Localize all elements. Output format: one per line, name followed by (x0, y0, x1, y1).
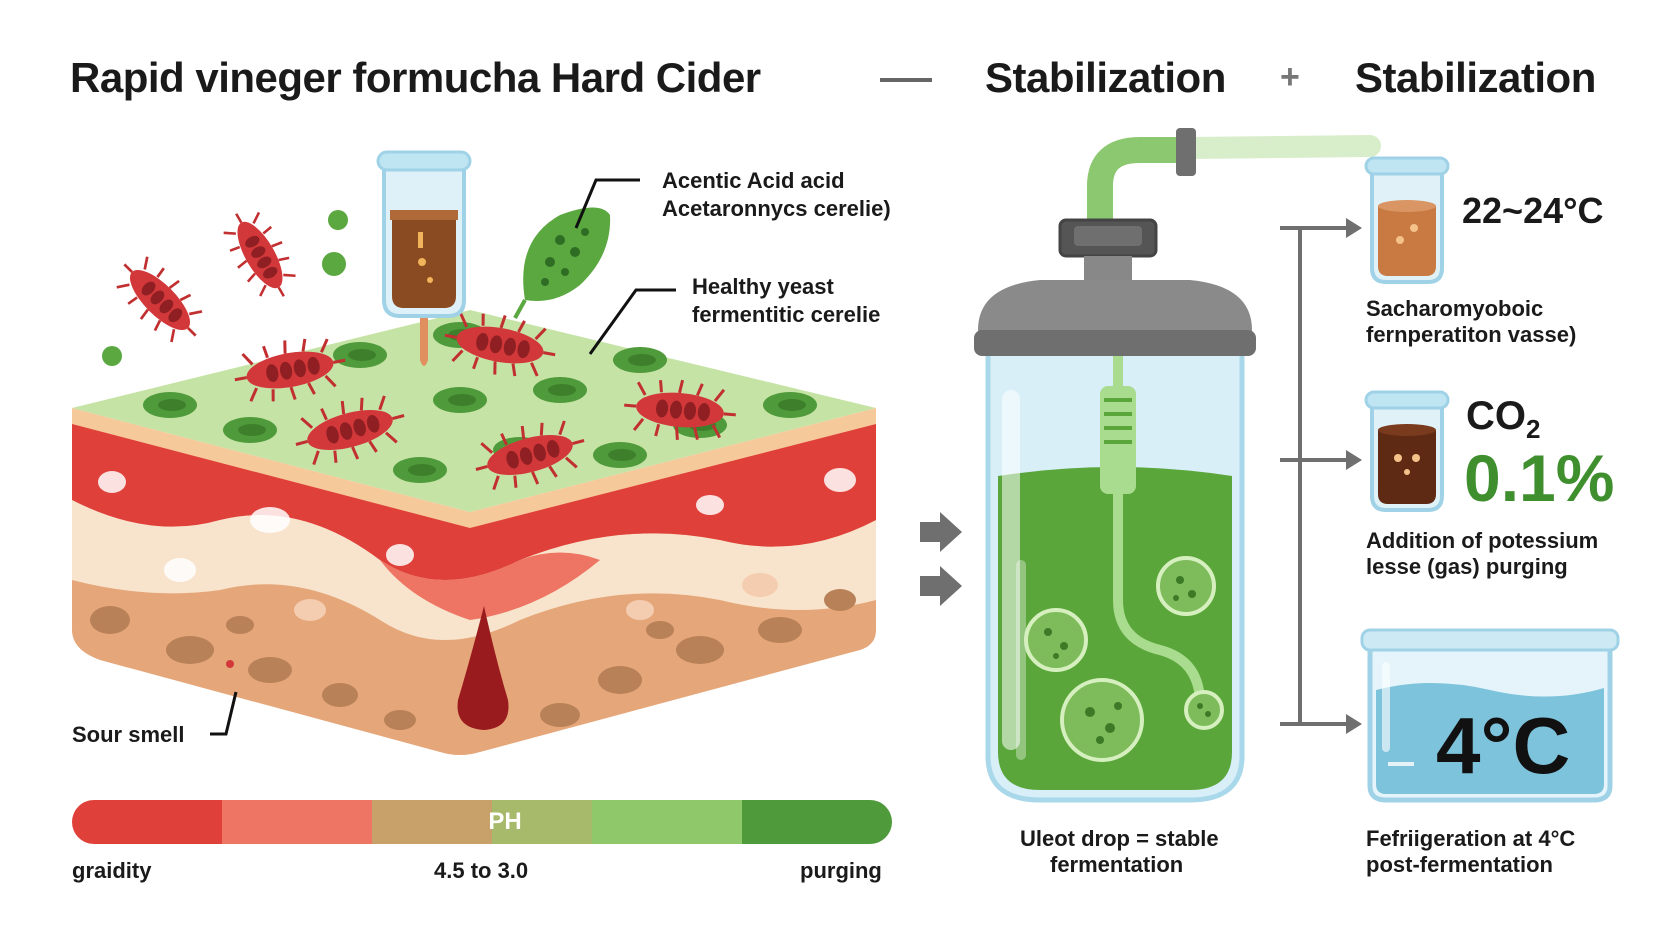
sample-test-tube (376, 150, 472, 366)
refrigeration-bath (1360, 628, 1620, 803)
refrigeration-desc-line2: post-fermentation (1366, 852, 1553, 877)
ph-right-label: purging (800, 858, 882, 883)
process-arrows (920, 512, 962, 606)
ph-segment (222, 800, 372, 844)
ph-segment (492, 800, 592, 844)
ph-segment (72, 800, 222, 844)
ph-scale-bar (72, 800, 892, 844)
stage-title-stabilization-1: Stabilization (985, 54, 1226, 101)
callout-line-acetic (574, 178, 640, 229)
ph-segment (592, 800, 742, 844)
yeast-leaf-icon (513, 207, 611, 319)
callout-line-smell (210, 691, 238, 736)
callout-acetic-line2: Acetaronnycs cerelie) (662, 196, 891, 221)
callout-yeast-line1: Healthy yeast (692, 274, 834, 299)
co2-subscript: 2 (1526, 414, 1541, 444)
ph-segment (372, 800, 492, 844)
temperature-tube (1364, 156, 1450, 284)
co2-symbol: CO (1466, 394, 1526, 438)
ph-range-label: 4.5 to 3.0 (434, 858, 529, 883)
ph-segment (742, 800, 892, 844)
fermenter-caption-line2: fermentation (1050, 852, 1184, 877)
floating-spores (102, 210, 348, 366)
callout-line-yeast (588, 288, 676, 355)
co2-desc-line1: Addition of potessium (1366, 528, 1599, 553)
red-speck (226, 660, 234, 668)
callout-acetic-line1: Acentic Acid acid (662, 168, 845, 193)
co2-label: CO2 (1466, 394, 1540, 445)
soil-spots (90, 589, 856, 730)
co2-value: 0.1% (1464, 441, 1615, 515)
blood-drop-icon (457, 606, 509, 730)
fermenter-caption-line1: Uleot drop = stable (1020, 826, 1219, 851)
stage-title-stabilization-2: Stabilization (1355, 54, 1596, 101)
temperature-desc-line2: fernperatiton vasse) (1366, 322, 1577, 347)
co2-tube (1364, 390, 1450, 512)
refrigeration-temp-value: 4°C (1436, 701, 1571, 790)
temperature-desc-line1: Sacharomyoboic (1366, 296, 1544, 321)
temperature-value: 22~24°C (1462, 190, 1604, 231)
fermenter-jar (974, 128, 1381, 803)
refrigeration-desc-line1: Fefriigeration at 4°C (1366, 826, 1576, 851)
co2-desc-line2: lesse (gas) purging (1366, 554, 1568, 579)
pink-wound (380, 552, 600, 620)
plus-icon: + (1280, 58, 1300, 96)
cream-layer-spots (294, 573, 778, 621)
red-layer-holes (98, 468, 856, 582)
title-dash-divider (880, 78, 932, 82)
branch-arrowheads (1346, 218, 1362, 734)
callout-yeast-line2: fermentitic cerelie (692, 302, 881, 327)
callout-sour-smell: Sour smell (72, 722, 185, 747)
page-title: Rapid vineger formucha Hard Cider (70, 54, 761, 101)
ph-scale-title: PH (488, 808, 522, 835)
ph-left-label: graidity (72, 858, 152, 883)
branch-bracket (1280, 226, 1346, 726)
cream-layer (72, 500, 876, 640)
